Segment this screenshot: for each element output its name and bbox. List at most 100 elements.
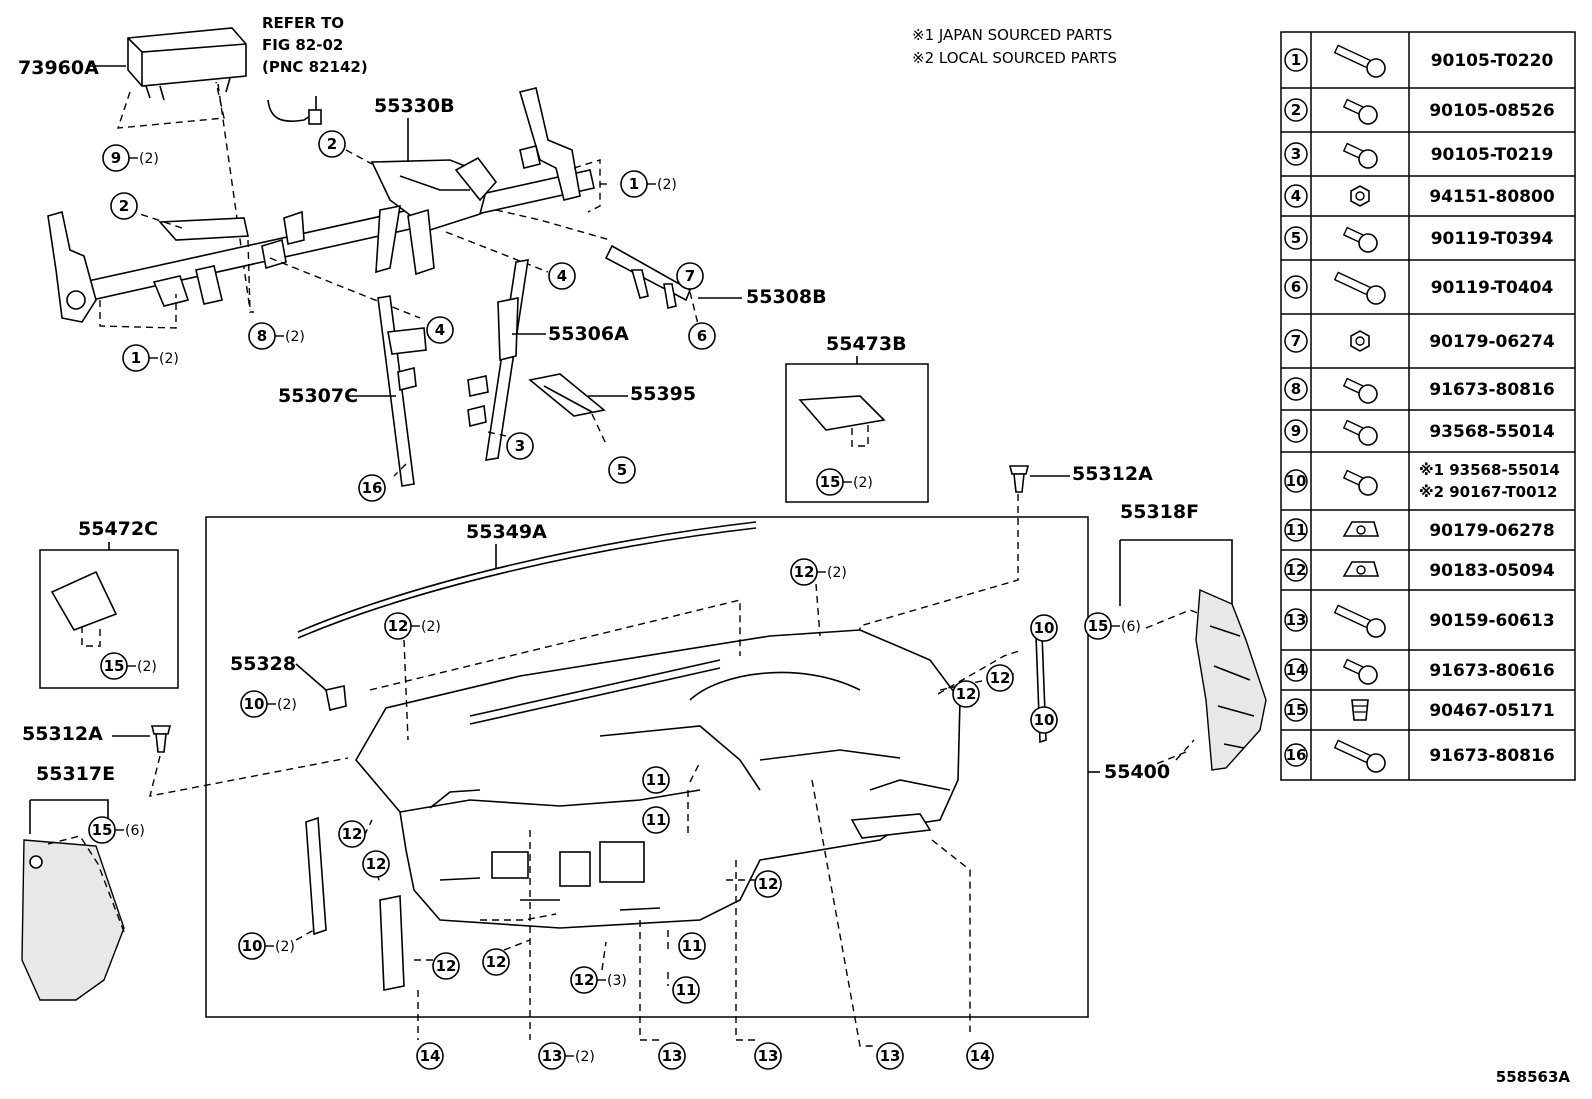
callout-number: 4: [557, 267, 567, 285]
bolt-icon: [1342, 658, 1378, 685]
callout-quantity: (2): [657, 177, 677, 193]
part-label-55395: 55395: [630, 383, 696, 405]
callout-quantity: (2): [275, 939, 295, 955]
callout-number: 11: [682, 937, 703, 955]
callout-quantity: (3): [607, 973, 627, 989]
refer-line-3: (PNC 82142): [262, 58, 368, 76]
row-number: 16: [1286, 746, 1307, 764]
part-number: ※1 93568-55014: [1419, 461, 1560, 479]
row-number: 1: [1291, 51, 1301, 69]
part-number: 90119-T0404: [1431, 278, 1554, 298]
callout-2: 2: [110, 192, 138, 220]
duct-55395-drawing: [528, 373, 606, 417]
row-number: 6: [1291, 278, 1301, 296]
bolt-icon: [1342, 377, 1378, 404]
callout-number: 12: [758, 875, 779, 893]
refer-line-2: FIG 82-02: [262, 36, 343, 54]
nut-icon: [1350, 330, 1370, 352]
callout-number: 4: [435, 321, 445, 339]
note-japan-sourced: ※1 JAPAN SOURCED PARTS: [912, 26, 1112, 44]
bolt-icon: [1342, 469, 1378, 496]
callout-number: 5: [617, 461, 627, 479]
callout-number: 12: [486, 953, 507, 971]
nut-icon: [1350, 185, 1370, 207]
part-number: 94151-80800: [1429, 187, 1555, 207]
callout-12: 12: [986, 664, 1014, 692]
callout-13: 13: [754, 1042, 782, 1070]
instrument-panel-55400-drawing: [305, 629, 1047, 991]
callout-12: 12 (3): [570, 966, 627, 994]
callout-15: 15(6): [1084, 612, 1141, 640]
push-clip-55312A-right: [1008, 465, 1030, 493]
part-label-55317E: 55317E: [36, 763, 115, 785]
callout-number: 14: [420, 1047, 441, 1065]
bolt-icon: [1342, 142, 1378, 169]
callout-number: 15: [92, 821, 113, 839]
callout-1: 1(2): [620, 170, 677, 198]
refer-line-1: REFER TO: [262, 14, 344, 32]
part-number: 90159-60613: [1429, 611, 1554, 631]
callout-number: 14: [970, 1047, 991, 1065]
callout-12: 12: [952, 680, 980, 708]
callout-quantity: (2): [139, 151, 159, 167]
callout-10: 10: [1030, 706, 1058, 734]
bracket-55308B-drawing: [604, 244, 692, 309]
long-bolt-icon: [1333, 604, 1386, 638]
callout-13: 13: [876, 1042, 904, 1070]
parts-table-row: 10※1 93568-55014※2 90167-T0012: [1284, 461, 1560, 501]
part-number: 90179-06274: [1429, 332, 1555, 352]
callout-number: 11: [676, 981, 697, 999]
side-panel-55317E-drawing: [21, 839, 125, 1001]
callout-number: 10: [1034, 711, 1055, 729]
callout-number: 12: [956, 685, 977, 703]
row-number: 11: [1286, 521, 1307, 539]
callout-number: 12: [436, 957, 457, 975]
row-number: 12: [1286, 561, 1307, 579]
callout-number: 13: [542, 1047, 563, 1065]
clip-nut-icon: [1342, 561, 1380, 577]
callout-11: 11: [678, 932, 706, 960]
callout-number: 12: [574, 971, 595, 989]
part-number: 90119-T0394: [1431, 229, 1554, 249]
note-local-sourced: ※2 LOCAL SOURCED PARTS: [912, 49, 1117, 67]
callout-6: 6: [688, 322, 716, 350]
callout-12: 12(2): [790, 558, 847, 586]
callout-4: 4: [426, 316, 454, 344]
row-number: 14: [1286, 661, 1307, 679]
callout-15: 15(2): [100, 652, 157, 680]
brace-55306A-drawing: [467, 259, 529, 461]
part-number: 90183-05094: [1429, 561, 1555, 581]
figure-id: 558563A: [1496, 1068, 1571, 1086]
part-number: 91673-80816: [1429, 380, 1554, 400]
row-number: 10: [1286, 472, 1307, 490]
brace-55307C-drawing: [377, 295, 427, 487]
callout-4: 4: [548, 262, 576, 290]
part-label-55312A-right: 55312A: [1072, 463, 1153, 485]
bolt-icon: [1342, 226, 1378, 253]
part-number: 90105-T0219: [1431, 145, 1554, 165]
row-number: 13: [1286, 611, 1307, 629]
push-clip-55312A-left: [150, 725, 172, 753]
callout-quantity: (2): [575, 1049, 595, 1065]
clip-nut-icon: [1342, 521, 1380, 537]
callout-number: 11: [646, 771, 667, 789]
long-bolt-icon: [1333, 739, 1386, 773]
callout-number: 2: [119, 197, 129, 215]
bolt-icon: [1342, 98, 1378, 125]
part-number: 90467-05171: [1429, 701, 1554, 721]
callout-14: 14: [416, 1042, 444, 1070]
callout-10: 10(2): [240, 690, 297, 718]
part-number: 93568-55014: [1429, 422, 1555, 442]
callout-15: 15(2): [816, 468, 873, 496]
callout-8: 8(2): [248, 322, 305, 350]
long-bolt-icon: [1333, 44, 1386, 78]
part-label-55312A-left: 55312A: [22, 723, 103, 745]
long-bolt-icon: [1333, 271, 1386, 305]
